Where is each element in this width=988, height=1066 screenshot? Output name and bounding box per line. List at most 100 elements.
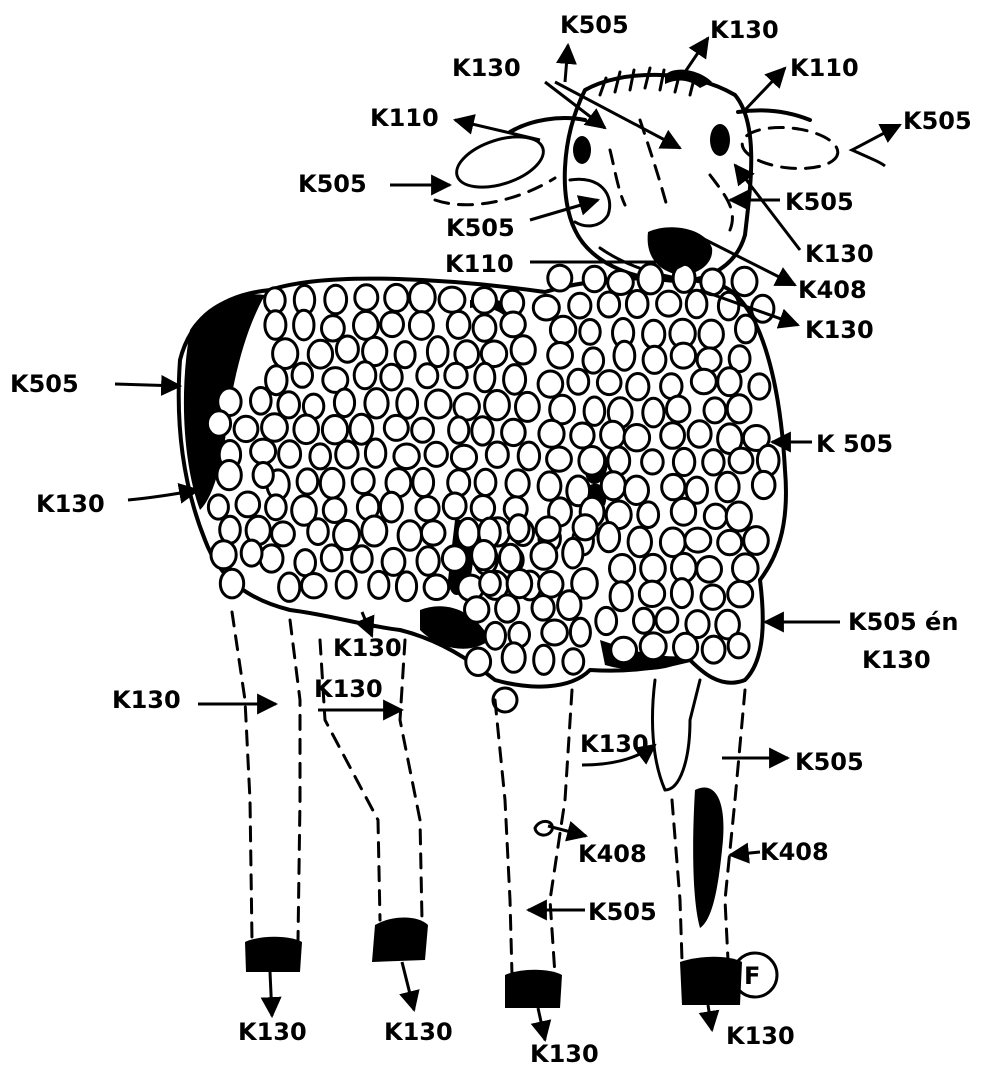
wool-curl	[362, 516, 387, 546]
wool-curl	[534, 645, 554, 674]
wool-curl	[310, 444, 331, 469]
wool-curl	[504, 365, 526, 395]
arrow-rear-k505	[115, 384, 180, 386]
wool-curl	[475, 363, 495, 392]
wool-curl	[442, 546, 467, 572]
label-crown-k130: K130	[710, 16, 779, 44]
wool-curl	[451, 445, 476, 469]
wool-curl	[417, 547, 439, 575]
wool-curl	[673, 448, 694, 475]
wool-curl	[728, 581, 753, 607]
wool-curl	[550, 316, 575, 343]
wool-curl	[571, 423, 594, 448]
wool-curl	[531, 542, 557, 569]
wool-curl	[381, 364, 402, 390]
wool-curl	[323, 498, 346, 523]
wool-curl	[536, 517, 560, 541]
wool-curl	[661, 423, 685, 449]
wool-curl	[502, 419, 526, 445]
wool-curl	[508, 515, 529, 542]
wool-curl	[253, 463, 273, 488]
wool-curl	[445, 363, 467, 388]
label-right-cheek-k505: K505	[785, 188, 854, 216]
wool-curl	[294, 415, 319, 444]
label-front-right-k505: K505	[795, 748, 864, 776]
wool-curl	[355, 285, 378, 310]
label-hoof4-k130: K130	[726, 1022, 795, 1050]
wool-curl	[749, 374, 770, 399]
wool-curl	[583, 348, 604, 373]
wool-curl	[369, 571, 389, 598]
label-left-leg-k130: K130	[112, 686, 181, 714]
label-left-ear-k505: K505	[298, 170, 367, 198]
label-right-leg-k408: K408	[760, 838, 829, 866]
label-top-k505: K505	[560, 11, 629, 39]
wool-curl	[266, 495, 287, 520]
wool-curl	[579, 447, 605, 476]
wool-curl	[639, 581, 664, 606]
wool-curl	[558, 591, 581, 620]
wool-curl	[697, 557, 722, 583]
label-hoof1-k130: K130	[238, 1018, 307, 1046]
wool-curl	[466, 648, 491, 675]
wool-curl	[410, 282, 436, 312]
signature-letter: F	[744, 962, 760, 990]
wool-curl	[704, 504, 727, 528]
wool-curl	[295, 550, 316, 576]
wool-curl	[502, 643, 525, 672]
wool-curl	[701, 585, 725, 609]
wool-curl	[568, 369, 589, 394]
wool-curl	[396, 572, 416, 601]
wool-curl	[539, 572, 563, 598]
wool-curl	[752, 471, 775, 498]
wool-curl	[472, 417, 493, 445]
wool-curl	[542, 620, 568, 645]
wool-curl	[424, 575, 449, 600]
wool-curl	[416, 497, 439, 521]
label-right-face-k130: K130	[805, 240, 874, 268]
wool-curl	[642, 450, 664, 474]
arrow-hoof3-k130	[538, 1008, 545, 1040]
wool-curl	[563, 538, 583, 568]
wool-curl	[398, 521, 421, 550]
wool-curl	[641, 554, 666, 582]
wool-curl	[426, 390, 451, 418]
wool-curl	[627, 374, 649, 400]
wool-pattern	[207, 264, 779, 676]
wool-curl	[354, 362, 376, 389]
wool-curl	[667, 396, 690, 422]
label-nose-k408: K408	[798, 276, 867, 304]
label-front-combo-1: K505 én	[848, 608, 958, 636]
wool-curl	[234, 416, 258, 441]
sheep-head	[435, 68, 840, 281]
wool-curl	[686, 290, 707, 318]
arrow-hoof1-k130	[270, 972, 272, 1016]
wool-curl	[265, 311, 286, 340]
wool-curl	[485, 391, 510, 420]
wool-curl	[657, 291, 681, 316]
wool-curl	[334, 389, 354, 417]
wool-curl	[384, 415, 408, 440]
wool-curl	[352, 469, 374, 494]
wool-curl	[736, 315, 757, 343]
arrow-middle-k408	[548, 826, 586, 836]
wool-curl	[548, 343, 573, 369]
wool-curl	[439, 287, 465, 312]
wool-curl	[569, 293, 591, 318]
wool-curl	[236, 492, 260, 517]
sheep-illustration	[179, 68, 840, 1008]
wool-curl	[729, 448, 753, 473]
wool-curl	[643, 346, 666, 373]
wool-curl	[322, 416, 347, 444]
wool-curl	[417, 364, 438, 388]
wool-curl	[350, 414, 373, 444]
wool-curl	[217, 461, 241, 490]
wool-curl	[518, 442, 539, 470]
wool-curl	[671, 498, 695, 525]
wool-curl	[656, 608, 678, 632]
wool-curl	[671, 579, 692, 608]
arrow-hoof4-k130	[708, 1005, 712, 1030]
label-front-inner-k130: K130	[580, 730, 649, 758]
wool-curl	[294, 310, 314, 340]
